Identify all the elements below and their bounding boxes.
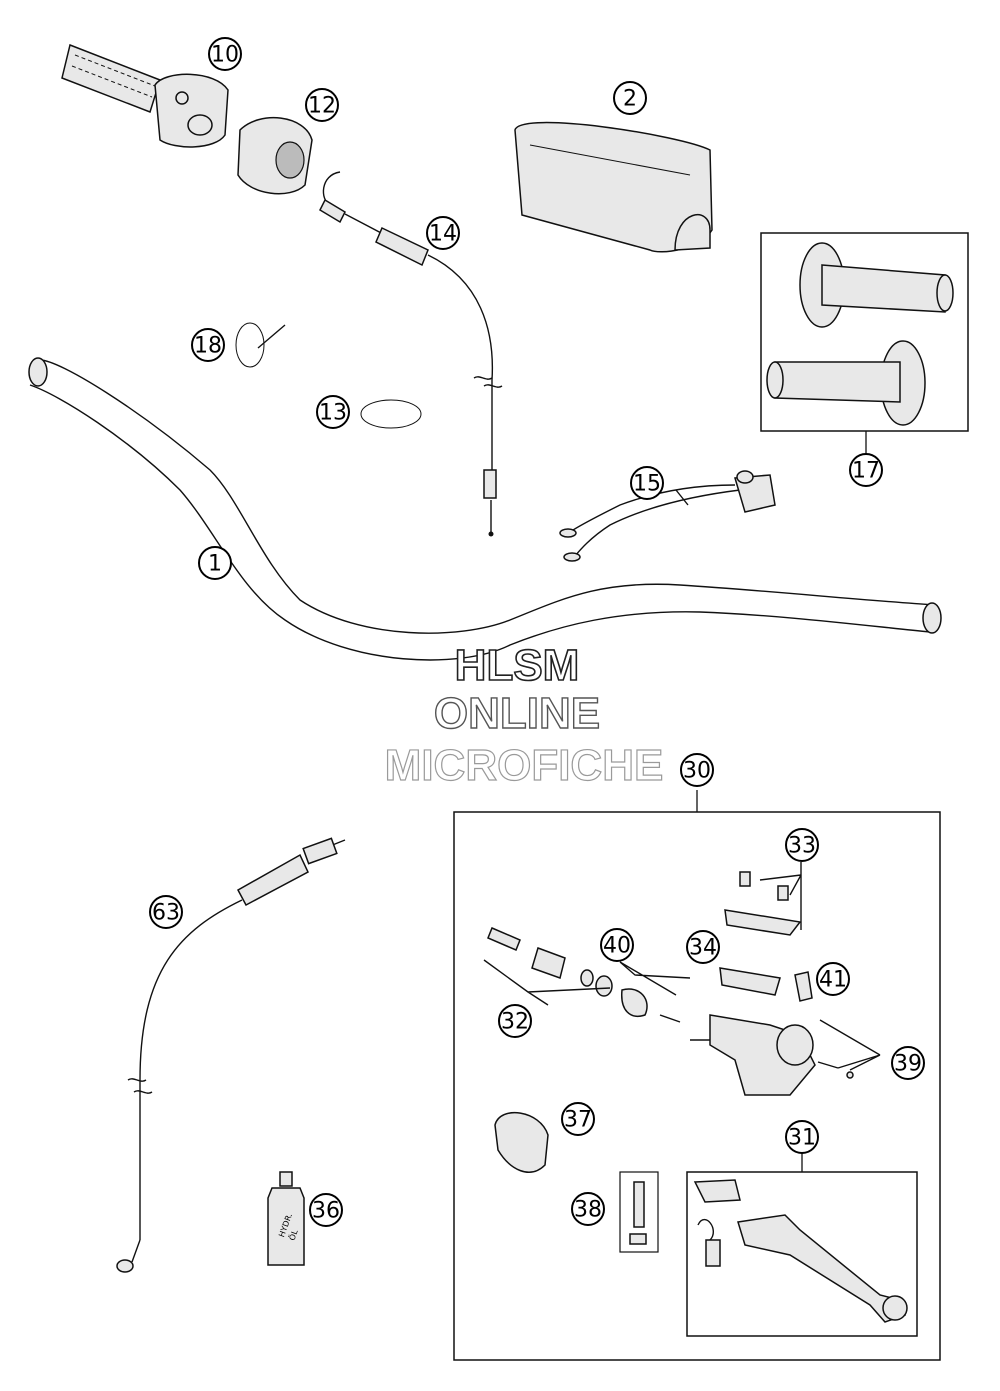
callout-circle [686, 930, 720, 964]
callout-number: 41 [819, 968, 847, 993]
handlebar [28, 357, 942, 661]
callout-30: 30 [680, 753, 714, 787]
callout-circle [785, 1120, 819, 1154]
callout-number: 38 [574, 1198, 602, 1223]
callout-17: 17 [849, 453, 883, 487]
callout-34: 34 [686, 930, 720, 964]
callout-number: 1 [208, 552, 222, 577]
callout-number: 39 [894, 1052, 922, 1077]
callout-circle [891, 1046, 925, 1080]
callout-circle [426, 216, 460, 250]
watermark-line3: MICROFICHE [385, 741, 664, 790]
watermark: HLSM ONLINE MICROFICHE [384, 640, 664, 790]
throttle-cover [237, 116, 313, 195]
callout-32: 32 [498, 1004, 532, 1038]
callout-number: 18 [194, 334, 222, 359]
callout-number: 17 [852, 459, 880, 484]
callout-number: 10 [211, 43, 239, 68]
callout-1: 1 [198, 546, 232, 580]
bushing [794, 971, 813, 1002]
callout-number: 31 [788, 1126, 816, 1151]
callout-12: 12 [305, 88, 339, 122]
throttle-cable [319, 171, 503, 537]
callout-circle [208, 37, 242, 71]
callout-41: 41 [816, 962, 850, 996]
cable-tie [235, 322, 286, 368]
reservoir-cover-parts [724, 862, 802, 936]
handlebar-pad [514, 121, 713, 253]
callout-15: 15 [630, 466, 664, 500]
callout-circle [600, 928, 634, 962]
callout-number: 37 [564, 1108, 592, 1133]
callout-63: 63 [149, 895, 183, 929]
callout-circle [305, 88, 339, 122]
callout-2: 2 [613, 81, 647, 115]
callout-33: 33 [785, 828, 819, 862]
piston-kit [483, 927, 613, 1006]
callout-number: 40 [603, 934, 631, 959]
callout-13: 13 [316, 395, 350, 429]
hydraulic-oil-bottle: HYDR. ÖL [267, 1171, 305, 1266]
boot-and-pin [619, 961, 691, 1023]
callout-number: 14 [429, 222, 457, 247]
callout-31: 31 [785, 1120, 819, 1154]
callout-number: 30 [683, 759, 711, 784]
callout-number: 36 [312, 1199, 340, 1224]
callout-10: 10 [208, 37, 242, 71]
callout-37: 37 [561, 1102, 595, 1136]
kill-switch [559, 470, 776, 562]
callout-circle [680, 753, 714, 787]
callout-circle [571, 1192, 605, 1226]
callout-circle [316, 395, 350, 429]
callout-number: 15 [633, 472, 661, 497]
pivot-pin-and-washer [817, 1019, 881, 1079]
callout-number: 13 [319, 401, 347, 426]
master-cylinder-body [690, 1014, 816, 1096]
o-ring [360, 399, 422, 429]
callout-circle [198, 546, 232, 580]
callout-circle [498, 1004, 532, 1038]
callout-36: 36 [309, 1193, 343, 1227]
callout-number: 2 [623, 87, 637, 112]
throttle-assembly [61, 43, 229, 148]
callout-circle [613, 81, 647, 115]
master-cylinder-box [453, 790, 941, 1361]
callout-circle [849, 453, 883, 487]
watermark-line2: ONLINE [434, 689, 600, 738]
callout-circle [561, 1102, 595, 1136]
adjuster-screw-box [619, 1171, 659, 1253]
watermark-line1: HLSM [455, 641, 580, 690]
callout-circle [630, 466, 664, 500]
clutch-hose [116, 837, 346, 1273]
callout-number: 34 [689, 936, 717, 961]
diaphragm [719, 967, 781, 996]
callout-number: 32 [501, 1010, 529, 1035]
bottle-label-line2: ÖL [287, 1228, 300, 1242]
lever-box [686, 1150, 918, 1337]
callout-40: 40 [600, 928, 634, 962]
callout-39: 39 [891, 1046, 925, 1080]
callout-number: 63 [152, 901, 180, 926]
callout-circle [816, 962, 850, 996]
callout-circle [191, 328, 225, 362]
callout-18: 18 [191, 328, 225, 362]
grip-set-box [760, 232, 969, 455]
callout-circle [149, 895, 183, 929]
callout-number: 33 [788, 834, 816, 859]
callout-14: 14 [426, 216, 460, 250]
clamp-cover [494, 1111, 549, 1173]
callout-38: 38 [571, 1192, 605, 1226]
callout-number: 12 [308, 94, 336, 119]
callout-circle [309, 1193, 343, 1227]
callout-circle [785, 828, 819, 862]
